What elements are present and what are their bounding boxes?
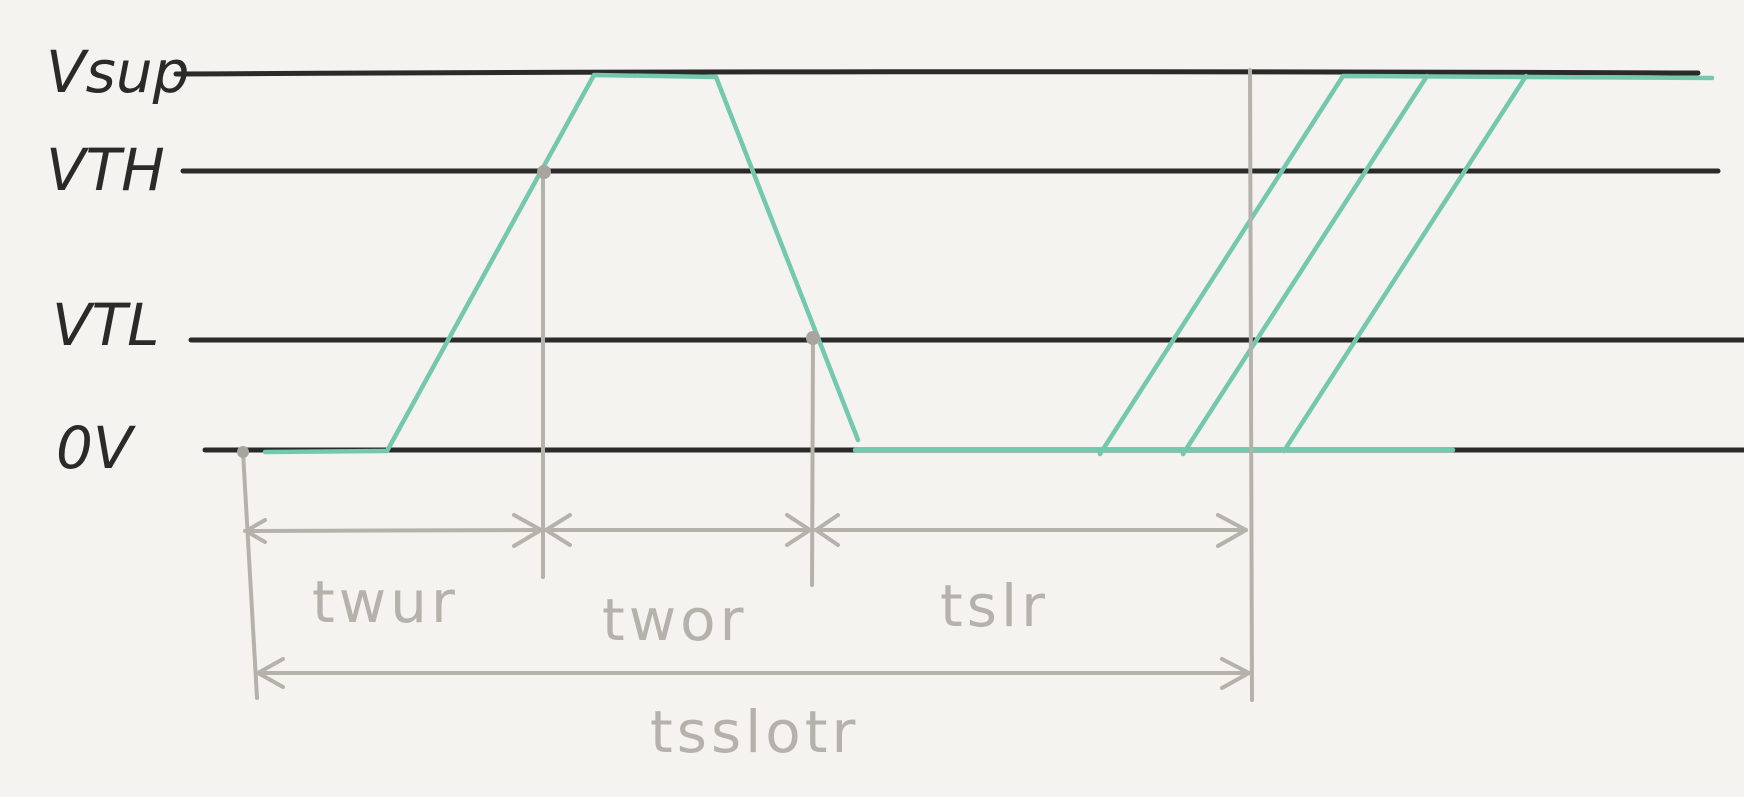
label-tslr: tslr xyxy=(940,572,1049,640)
dot-vth xyxy=(537,165,551,179)
label-vth: VTH xyxy=(46,136,165,204)
dot-start xyxy=(237,446,249,458)
arrow-tslr-left-head xyxy=(814,513,840,547)
signal-rise-early xyxy=(1097,73,1715,457)
signal-rise-late xyxy=(1281,73,1529,454)
arrow-tsslotr-right-head xyxy=(1220,657,1251,690)
arrow-tslr-right-head xyxy=(1216,513,1248,548)
label-twur: twur xyxy=(312,568,459,636)
label-zero-volt: 0V xyxy=(56,414,137,482)
arrow-twor-right-head xyxy=(785,513,812,547)
signal-rise-nominal xyxy=(1180,73,1430,457)
label-tsslotr: tsslotr xyxy=(650,698,859,766)
label-vtl: VTL xyxy=(52,291,159,359)
marker-start xyxy=(241,450,259,700)
label-vsup: Vsup xyxy=(46,38,189,106)
marker-vtl-crossing xyxy=(810,336,815,587)
rail-vsup xyxy=(173,69,1701,77)
arrow-twur-right-head xyxy=(512,513,543,548)
signal-waveforms xyxy=(262,72,1715,457)
arrow-twur-left-head xyxy=(244,518,267,544)
dimension-arrows xyxy=(243,513,1251,690)
label-twor: twor xyxy=(602,586,748,654)
time-markers xyxy=(241,68,1254,702)
signal-pulse xyxy=(262,72,861,455)
marker-slot-end xyxy=(1248,68,1254,702)
arrow-twur-line xyxy=(243,528,543,533)
dot-vtl xyxy=(806,331,820,345)
rail-vth xyxy=(180,167,1721,174)
rail-vtl xyxy=(188,336,1744,343)
arrow-twor-left-head xyxy=(544,513,572,547)
crossing-points xyxy=(237,165,820,458)
arrow-tsslotr-left-head xyxy=(256,657,285,689)
